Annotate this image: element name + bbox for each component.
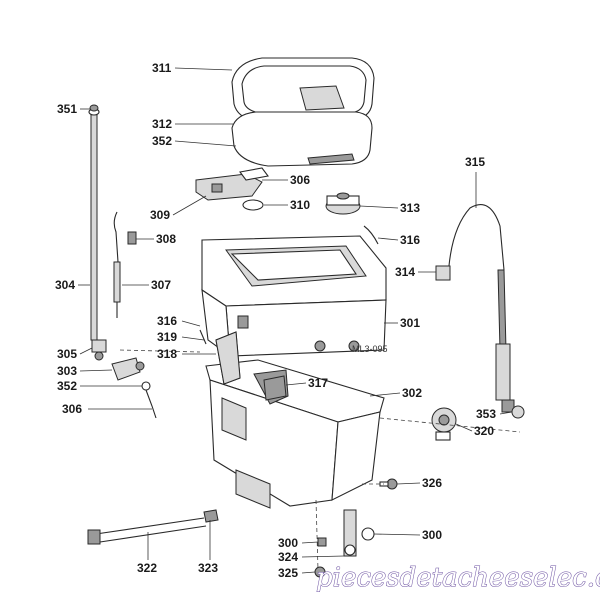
label-320: 320 <box>474 424 494 438</box>
label-352-lower: 352 <box>57 379 77 393</box>
part-307-spring <box>113 211 121 318</box>
part-312-gasket <box>231 111 373 167</box>
part-305-valve <box>91 339 107 361</box>
label-324: 324 <box>278 550 298 564</box>
part-301-tub-top <box>201 235 387 358</box>
label-306-lower: 306 <box>62 402 82 416</box>
part-306-hose-lower <box>145 389 157 419</box>
label-325: 325 <box>278 566 298 580</box>
label-316-lower: 316 <box>157 314 177 328</box>
part-318-duct <box>215 331 241 385</box>
label-326: 326 <box>422 476 442 490</box>
part-308-clip <box>127 231 137 245</box>
label-310: 310 <box>290 198 310 212</box>
label-306-upper: 306 <box>290 173 310 187</box>
part-323-sensor <box>203 509 219 523</box>
part-313-pressure-switch <box>325 192 361 215</box>
label-308: 308 <box>156 232 176 246</box>
label-300-left: 300 <box>278 536 298 550</box>
part-number-labels: 311 312 352 306 309 310 313 316 315 314 … <box>55 61 496 580</box>
label-317: 317 <box>308 376 328 390</box>
label-322: 322 <box>137 561 157 575</box>
label-314: 314 <box>395 265 415 279</box>
part-353-clamp <box>511 405 525 419</box>
part-316-hose-upper <box>363 225 379 245</box>
label-305: 305 <box>57 347 77 361</box>
label-307: 307 <box>151 278 171 292</box>
label-316-upper: 316 <box>400 233 420 247</box>
label-315: 315 <box>465 155 485 169</box>
label-313: 313 <box>400 201 420 215</box>
label-300-right: 300 <box>422 528 442 542</box>
label-303: 303 <box>57 364 77 378</box>
tub-marking: ML3-095 <box>352 344 388 354</box>
part-326-screw <box>379 478 398 490</box>
part-315-drain-hose <box>447 204 515 413</box>
leader-lines <box>78 67 513 574</box>
label-323: 323 <box>198 561 218 575</box>
part-320-pump <box>431 407 457 441</box>
part-304-rod <box>88 108 100 341</box>
part-300-bush <box>361 527 375 541</box>
label-312: 312 <box>152 117 172 131</box>
part-309-latch <box>195 167 269 201</box>
label-309: 309 <box>150 208 170 222</box>
part-300-clip-upper <box>317 537 327 547</box>
part-322-heater <box>87 517 207 545</box>
part-314-hose-end <box>435 265 451 281</box>
label-319: 319 <box>157 330 177 344</box>
part-324-suspension-arm <box>343 509 357 557</box>
part-303-inlet-valve <box>111 357 145 381</box>
watermark-text: piecesdetacheeselec.com <box>316 563 600 593</box>
part-351-cap <box>89 104 99 112</box>
label-301: 301 <box>400 316 420 330</box>
part-310-o-ring <box>242 199 264 211</box>
label-302: 302 <box>402 386 422 400</box>
label-351: 351 <box>57 102 77 116</box>
label-353: 353 <box>476 407 496 421</box>
part-352-clamp-lower <box>141 381 151 391</box>
label-311: 311 <box>152 61 172 75</box>
label-318: 318 <box>157 347 177 361</box>
part-317-bracket <box>263 375 287 401</box>
label-352-upper: 352 <box>152 134 172 148</box>
part-319-tube <box>199 329 207 345</box>
label-304: 304 <box>55 278 75 292</box>
